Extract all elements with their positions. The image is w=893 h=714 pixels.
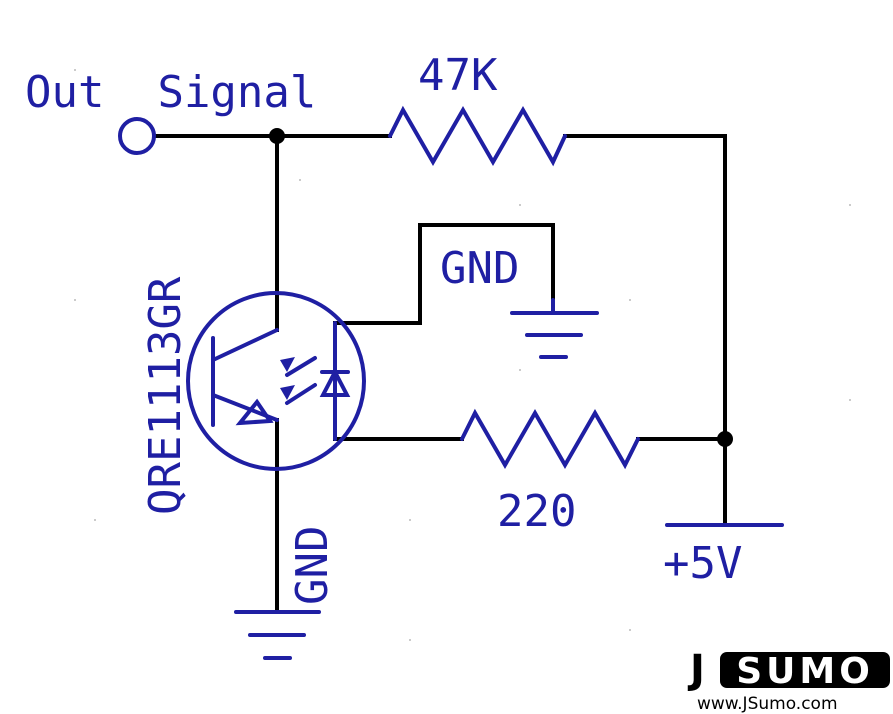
resistor-47k-symbol [388,105,567,167]
wire-47k-to-5v [563,134,727,527]
logo-url: www.JSumo.com [697,694,838,714]
logo-badge [720,652,890,688]
wires [155,134,727,614]
light-arrow-1 [285,356,317,377]
resistor-220-symbol [460,408,640,470]
output-terminal [118,117,156,155]
grid-dots [74,69,851,641]
wire-led-to-gnd [333,223,555,325]
resistor-47k-label: 47K [418,50,498,101]
gnd-led-label: GND [440,243,519,294]
light-arrow-2 [285,383,317,405]
led-triangle [319,367,351,397]
gnd-symbol-led [510,298,599,359]
gnd-symbol-transistor [234,610,321,660]
logo-j: J [687,647,705,693]
transistor-emitter-arrow [235,398,274,426]
transistor-collector [211,328,279,362]
sensor-part-label: QRE1113GR [140,276,191,515]
jsumo-logo: J SUMO www.JSumo.com [687,647,890,714]
qre1113gr-sensor [186,291,366,471]
sensor-body-circle [186,291,366,471]
out-signal-label: Out Signal [25,67,316,118]
junction-dot-5v [717,431,733,447]
logo-sumo: SUMO [736,651,874,692]
gnd-transistor-label: GND [287,526,338,605]
junction-dot-signal [269,128,285,144]
resistor-220-label: 220 [497,486,576,537]
vcc-label: +5V [663,538,742,589]
